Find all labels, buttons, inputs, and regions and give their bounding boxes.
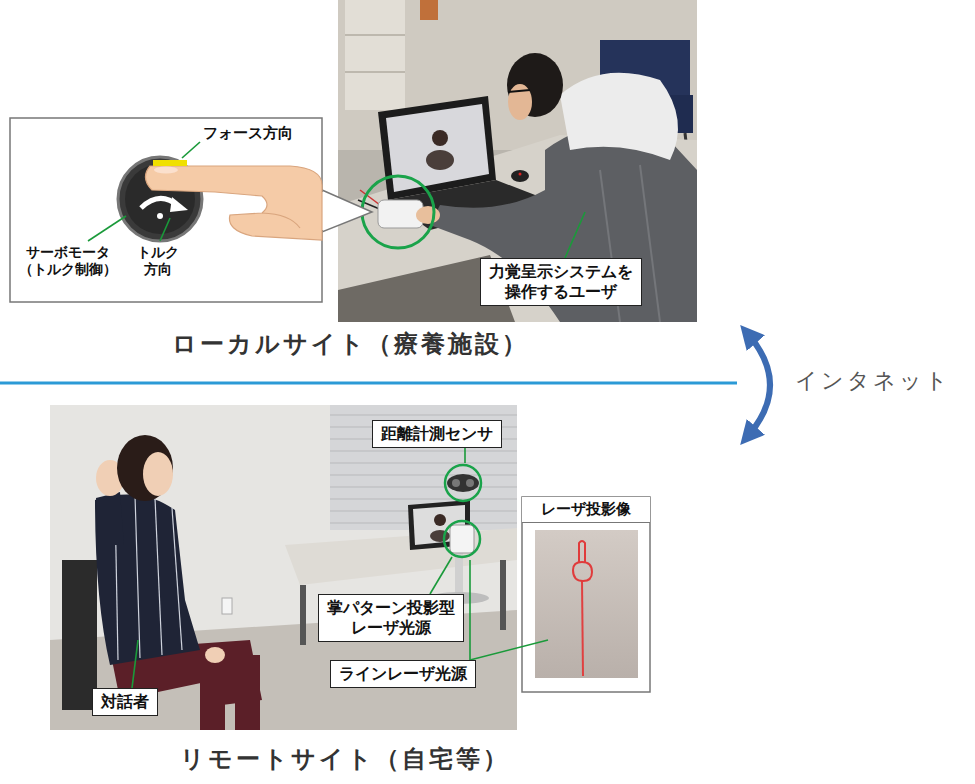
node-text: ラインレーザ光源 xyxy=(339,664,467,684)
laptop xyxy=(426,150,454,170)
partner-person xyxy=(96,492,124,545)
partner-person xyxy=(200,660,225,730)
leader-line xyxy=(88,142,585,688)
laser-inset xyxy=(522,497,650,692)
user-person xyxy=(416,53,697,322)
node-text: 対話者 xyxy=(101,692,149,712)
servo-motor xyxy=(157,213,163,219)
direction-label: トルク 方向 xyxy=(137,244,179,278)
part-label: 距離計測センサ xyxy=(372,420,502,448)
user-person xyxy=(560,73,678,160)
distance-sensor xyxy=(466,479,474,487)
node-text: 力覚呈示システムを 操作するユーザ xyxy=(489,262,633,302)
distance-sensor xyxy=(447,474,479,492)
finger xyxy=(145,166,322,240)
leader-line xyxy=(132,640,138,688)
laptop xyxy=(432,130,448,146)
partner-person xyxy=(117,435,173,501)
window-blind xyxy=(330,475,517,476)
tablet-stand xyxy=(434,514,446,526)
remote-photo xyxy=(50,405,517,730)
partner-person xyxy=(143,452,173,496)
internet-arrow xyxy=(748,334,770,436)
leader-line xyxy=(88,216,126,241)
leader-line xyxy=(470,640,548,660)
laptop xyxy=(386,104,489,192)
leader-line xyxy=(160,218,170,241)
inset-panel: レーザ投影像 xyxy=(522,497,650,692)
table xyxy=(285,528,517,645)
partner-person xyxy=(95,435,262,730)
table xyxy=(500,560,506,630)
distance-sensor xyxy=(447,474,479,492)
window-blind xyxy=(330,487,517,488)
partner-person xyxy=(155,498,162,655)
local-photo xyxy=(345,34,405,36)
local-photo xyxy=(345,71,405,73)
node-text: レーザ投影像 xyxy=(522,497,650,523)
table xyxy=(300,585,306,645)
force-arrow xyxy=(153,160,187,166)
tablet-stand xyxy=(430,530,450,542)
window-blind xyxy=(330,463,517,464)
partner-person xyxy=(205,647,225,663)
node-text: 距離計測センサ xyxy=(381,424,493,444)
highlight-circle xyxy=(445,465,481,501)
part-label: ラインレーザ光源 xyxy=(330,660,476,688)
mouse xyxy=(511,170,529,182)
user-callout: 力覚呈示システムを 操作するユーザ xyxy=(480,258,642,306)
part-label: 掌パターン投影型 レーザ光源 xyxy=(318,594,464,642)
callout xyxy=(10,118,322,302)
force-device xyxy=(358,190,423,228)
part-label: サーボモータ （トルク制御） xyxy=(19,244,117,278)
shelf xyxy=(345,0,405,110)
user-person xyxy=(508,90,530,92)
partner-person xyxy=(135,495,140,658)
finger xyxy=(262,213,300,228)
laser-inset xyxy=(522,497,650,692)
direction-label: フォース方向 xyxy=(203,124,293,142)
servo-motor xyxy=(170,197,188,212)
window-blind xyxy=(330,451,517,452)
leader-line xyxy=(565,212,585,258)
finger xyxy=(154,167,178,174)
node-text: 掌パターン投影型 レーザ光源 xyxy=(327,598,455,638)
network-label: インタネット xyxy=(795,368,951,394)
laser-inset xyxy=(535,530,638,678)
callout xyxy=(322,190,372,232)
person-label: 対話者 xyxy=(92,688,158,716)
mouse xyxy=(519,173,522,176)
highlight-circle xyxy=(444,521,480,557)
section-heading: リモートサイト（自宅等） xyxy=(180,745,510,774)
laser-device xyxy=(450,525,474,553)
shelf-item xyxy=(420,0,438,20)
section-heading: ローカルサイト（療養施設） xyxy=(172,330,529,359)
local-photo xyxy=(338,0,697,322)
callout xyxy=(10,118,372,302)
divider-line xyxy=(0,382,737,385)
window-blind xyxy=(330,499,517,500)
window-blind xyxy=(330,415,517,416)
outlet xyxy=(222,598,232,614)
user-person xyxy=(508,84,532,120)
remote-photo xyxy=(50,405,517,730)
user-person xyxy=(416,206,440,224)
tablet-stand xyxy=(408,500,489,604)
partner-person xyxy=(235,655,260,730)
leader-line xyxy=(430,557,452,594)
table xyxy=(285,528,517,585)
laser-inset xyxy=(573,541,592,581)
partner-person xyxy=(172,508,182,650)
local-photo xyxy=(338,0,697,322)
finger xyxy=(145,166,322,240)
user-person xyxy=(640,165,660,322)
laser-inset xyxy=(582,580,583,676)
leader-line xyxy=(182,142,200,158)
leader-line xyxy=(469,560,471,660)
mouse xyxy=(511,170,529,182)
distance-sensor xyxy=(452,479,460,487)
